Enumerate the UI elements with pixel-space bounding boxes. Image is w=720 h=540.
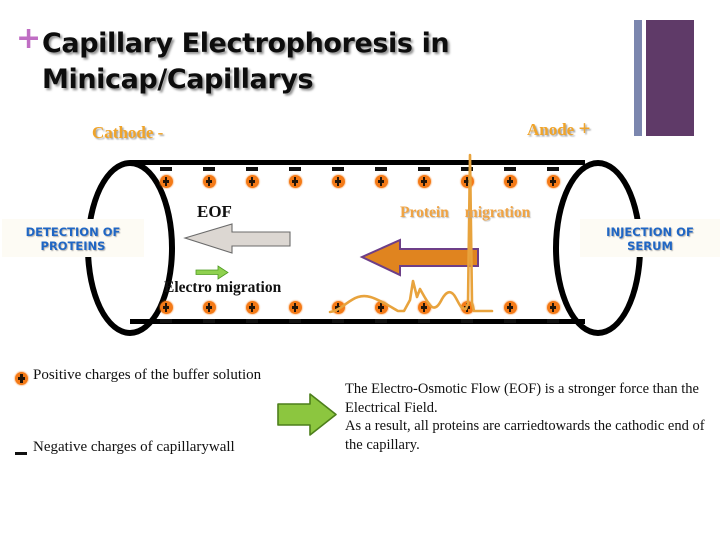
positive-charge-mark xyxy=(245,175,259,188)
protein-migration-label-part2: migration xyxy=(464,204,531,221)
page-title: Capillary Electrophoresis in Minicap/Cap… xyxy=(42,28,450,95)
negative-charge-mark xyxy=(289,319,301,323)
decoration-purple-block xyxy=(646,20,694,136)
legend-negative-text: Negative charges of capillarywall xyxy=(33,439,235,455)
protein-migration-label-part1: Protein xyxy=(400,204,449,221)
negative-charge-mark xyxy=(203,319,215,323)
explanation-note-line1: The Electro-Osmotic Flow (EOF) is a stro… xyxy=(345,381,699,416)
negative-charge-mark xyxy=(418,167,430,171)
positive-charge-mark xyxy=(331,175,345,188)
negative-charge-mark xyxy=(461,319,473,323)
positive-charge-mark xyxy=(460,301,474,314)
negative-charge-mark xyxy=(547,167,559,171)
title-plus-icon: + xyxy=(16,21,42,56)
legend-positive-charge-icon xyxy=(15,372,28,385)
capillary-wall-top xyxy=(130,160,585,165)
positive-charge-mark xyxy=(288,175,302,188)
detection-of-proteins-callout: DETECTION OF PROTEINS xyxy=(2,219,144,257)
legend-negative-charge-icon xyxy=(15,452,27,455)
injection-of-serum-callout: INJECTION OF SERUM xyxy=(580,219,720,257)
anode-label-text: Anode xyxy=(527,120,575,139)
positive-charge-mark xyxy=(460,175,474,188)
explanation-note: The Electro-Osmotic Flow (EOF) is a stro… xyxy=(345,380,720,454)
positive-charge-mark xyxy=(503,175,517,188)
capillary-body xyxy=(130,162,585,322)
positive-charge-mark xyxy=(159,175,173,188)
positive-charge-mark xyxy=(503,301,517,314)
legend-green-arrow-icon xyxy=(277,393,337,436)
negative-charge-mark xyxy=(289,167,301,171)
negative-charge-mark xyxy=(246,319,258,323)
positive-charge-mark xyxy=(288,301,302,314)
positive-charge-mark xyxy=(245,301,259,314)
negative-charge-mark xyxy=(375,167,387,171)
legend-positive-text: Positive charges of the buffer solution xyxy=(33,367,262,383)
positive-charge-mark xyxy=(331,301,345,314)
negative-charge-mark xyxy=(461,167,473,171)
negative-charge-mark xyxy=(332,167,344,171)
anode-plus-icon: + xyxy=(578,116,591,140)
capillary-wall-bottom xyxy=(130,319,585,324)
positive-charge-mark xyxy=(159,301,173,314)
positive-charge-mark xyxy=(374,175,388,188)
cathode-label: Cathode - xyxy=(92,123,164,142)
positive-charge-mark xyxy=(417,175,431,188)
decoration-blue-bar xyxy=(634,20,642,136)
negative-charge-mark xyxy=(504,167,516,171)
negative-charge-mark xyxy=(160,319,172,323)
negative-charge-mark xyxy=(203,167,215,171)
negative-charge-mark xyxy=(246,167,258,171)
negative-charge-mark xyxy=(332,319,344,323)
electro-migration-label: Electro migration xyxy=(164,279,282,296)
positive-charge-mark xyxy=(546,175,560,188)
positive-charge-mark xyxy=(202,175,216,188)
negative-charge-mark xyxy=(547,319,559,323)
explanation-note-line2: As a result, all proteins are carriedtow… xyxy=(345,418,705,453)
positive-charge-mark xyxy=(202,301,216,314)
positive-charge-mark xyxy=(417,301,431,314)
protein-migration-label: Protein migration xyxy=(400,204,530,222)
eof-label: EOF xyxy=(197,202,232,221)
negative-charge-mark xyxy=(418,319,430,323)
positive-charge-mark xyxy=(374,301,388,314)
positive-charge-mark xyxy=(546,301,560,314)
negative-charge-mark xyxy=(504,319,516,323)
anode-label: Anode + xyxy=(527,116,590,141)
negative-charge-mark xyxy=(160,167,172,171)
negative-charge-mark xyxy=(375,319,387,323)
